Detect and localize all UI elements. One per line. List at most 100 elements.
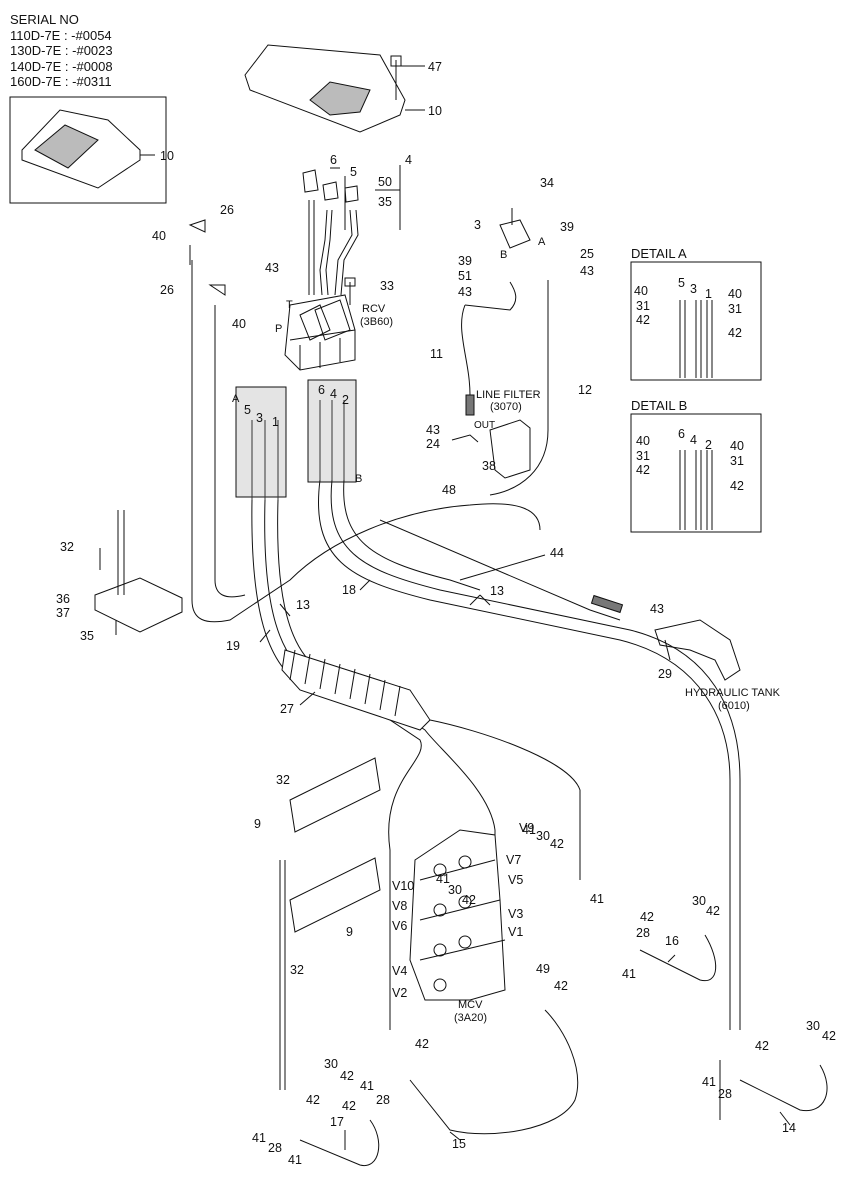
part-number-32-lower: 32 bbox=[290, 963, 304, 977]
detail-b-number-42: 42 bbox=[636, 463, 650, 477]
part-number-29: 29 bbox=[658, 667, 672, 681]
part-number-51: 51 bbox=[458, 269, 472, 283]
solenoid-port-b: B bbox=[500, 249, 507, 261]
detail-b: 40 6 4 2 40 31 31 42 42 bbox=[630, 413, 762, 533]
detail-b-number-40: 40 bbox=[636, 434, 650, 448]
part-number-48: 48 bbox=[442, 483, 456, 497]
base-plate bbox=[94, 577, 183, 633]
part-number-25: 25 bbox=[580, 247, 594, 261]
part-number-37: 37 bbox=[56, 606, 70, 620]
detail-a-number-42-right: 42 bbox=[728, 326, 742, 340]
hydraulic-tank-code: (6010) bbox=[718, 700, 750, 712]
part-number-10: 10 bbox=[428, 104, 442, 118]
detail-b-number-42-right: 42 bbox=[730, 479, 744, 493]
part-number-28: 28 bbox=[636, 926, 650, 940]
part-number-34: 34 bbox=[540, 176, 554, 190]
bracket-lower bbox=[289, 857, 381, 933]
part-number-41-lower: 41 bbox=[622, 967, 636, 981]
valve-port-v2: V2 bbox=[392, 986, 407, 1000]
part-number-35-base: 35 bbox=[80, 629, 94, 643]
part-number-27: 27 bbox=[280, 702, 294, 716]
part-number-41-center: 41 bbox=[360, 1079, 374, 1093]
line-filter-code: (3070) bbox=[490, 401, 522, 413]
serial-number-block: SERIAL NO 110D-7E : -#0054 130D-7E : -#0… bbox=[10, 12, 113, 90]
part-number-47: 47 bbox=[428, 60, 442, 74]
part-number-40-lower: 40 bbox=[232, 317, 246, 331]
part-number-5-section-a: 5 bbox=[244, 403, 251, 417]
part-number-43-tank: 43 bbox=[650, 602, 664, 616]
valve-port-v10: V10 bbox=[392, 879, 414, 893]
hose-protector bbox=[281, 649, 431, 731]
section-a-label: A bbox=[232, 393, 240, 405]
serial-line-140d: 140D-7E : -#0008 bbox=[10, 58, 113, 74]
part-number-12: 12 bbox=[578, 383, 592, 397]
part-number-6-section-b: 6 bbox=[318, 383, 325, 397]
valve-port-labels: V9 V7 V5 V10 V8 V6 V3 V1 V4 V2 bbox=[392, 821, 534, 1000]
detail-a: 40 5 3 1 40 31 31 42 42 bbox=[630, 261, 762, 381]
detail-a-number-40: 40 bbox=[634, 284, 648, 298]
part-number-26-lower: 26 bbox=[160, 283, 174, 297]
detail-b-title: DETAIL B bbox=[631, 398, 688, 413]
serial-line-160d: 160D-7E : -#0311 bbox=[10, 74, 112, 89]
detail-b-number-6: 6 bbox=[678, 427, 685, 441]
part-number-30-far-right: 30 bbox=[806, 1019, 820, 1033]
part-number-42: 42 bbox=[550, 837, 564, 851]
line-filter bbox=[489, 419, 531, 479]
part-number-41-mcv: 41 bbox=[436, 872, 450, 886]
valve-port-v4: V4 bbox=[392, 964, 407, 978]
part-number-6: 6 bbox=[330, 153, 337, 167]
part-number-39: 39 bbox=[560, 220, 574, 234]
part-number-4-section-b: 4 bbox=[330, 387, 337, 401]
part-number-42-left-b: 42 bbox=[306, 1093, 320, 1107]
part-number-14: 14 bbox=[782, 1121, 796, 1135]
part-number-41-left-b: 41 bbox=[288, 1153, 302, 1167]
part-number-42-right: 42 bbox=[640, 910, 654, 924]
solenoid-block bbox=[499, 219, 531, 249]
mcv-body bbox=[409, 829, 506, 1001]
valve-port-v3: V3 bbox=[508, 907, 523, 921]
serial-line-110d: 110D-7E : -#0054 bbox=[10, 27, 112, 43]
part-number-30: 30 bbox=[536, 829, 550, 843]
detail-a-title: DETAIL A bbox=[631, 246, 687, 261]
part-number-28-far-right: 28 bbox=[718, 1087, 732, 1101]
serial-title: SERIAL NO bbox=[10, 12, 79, 27]
part-number-42-left: 42 bbox=[340, 1069, 354, 1083]
detail-a-number-31-right: 31 bbox=[728, 302, 742, 316]
part-number-43-rcv: 43 bbox=[265, 261, 279, 275]
part-number-49: 49 bbox=[536, 962, 550, 976]
part-number-41-left: 41 bbox=[252, 1131, 266, 1145]
part-number-15: 15 bbox=[452, 1137, 466, 1151]
mcv-label: MCV bbox=[458, 999, 483, 1011]
main-cover bbox=[244, 44, 406, 133]
part-number-33: 33 bbox=[380, 279, 394, 293]
valve-port-v8: V8 bbox=[392, 899, 407, 913]
part-number-30-left: 30 bbox=[324, 1057, 338, 1071]
detail-b-number-4: 4 bbox=[690, 433, 697, 447]
detail-b-number-2: 2 bbox=[705, 438, 712, 452]
part-number-9-lower: 9 bbox=[346, 925, 353, 939]
detail-b-number-31: 31 bbox=[636, 449, 650, 463]
detail-b-number-40-right: 40 bbox=[730, 439, 744, 453]
part-number-42-far-right: 42 bbox=[822, 1029, 836, 1043]
part-number-43-filter: 43 bbox=[458, 285, 472, 299]
section-b-label: B bbox=[355, 473, 362, 485]
filter-out-label: OUT bbox=[474, 420, 495, 431]
part-number-36: 36 bbox=[56, 592, 70, 606]
part-number-28-center: 28 bbox=[376, 1093, 390, 1107]
part-number-26: 26 bbox=[220, 203, 234, 217]
solenoid-port-a: A bbox=[538, 236, 546, 248]
part-number-42-49: 42 bbox=[554, 979, 568, 993]
mcv-code: (3A20) bbox=[454, 1012, 487, 1024]
part-number-32-bracket: 32 bbox=[276, 773, 290, 787]
part-number-32: 32 bbox=[60, 540, 74, 554]
part-number-30-mcv: 30 bbox=[448, 883, 462, 897]
part-number-4: 4 bbox=[405, 153, 412, 167]
part-number-19: 19 bbox=[226, 639, 240, 653]
part-number-42-center: 42 bbox=[415, 1037, 429, 1051]
tank-fitting bbox=[654, 619, 741, 681]
part-number-3-section-a: 3 bbox=[256, 411, 263, 425]
part-number-40: 40 bbox=[152, 229, 166, 243]
part-number-42-far-right-b: 42 bbox=[755, 1039, 769, 1053]
rcv-code: (3B60) bbox=[360, 316, 393, 328]
